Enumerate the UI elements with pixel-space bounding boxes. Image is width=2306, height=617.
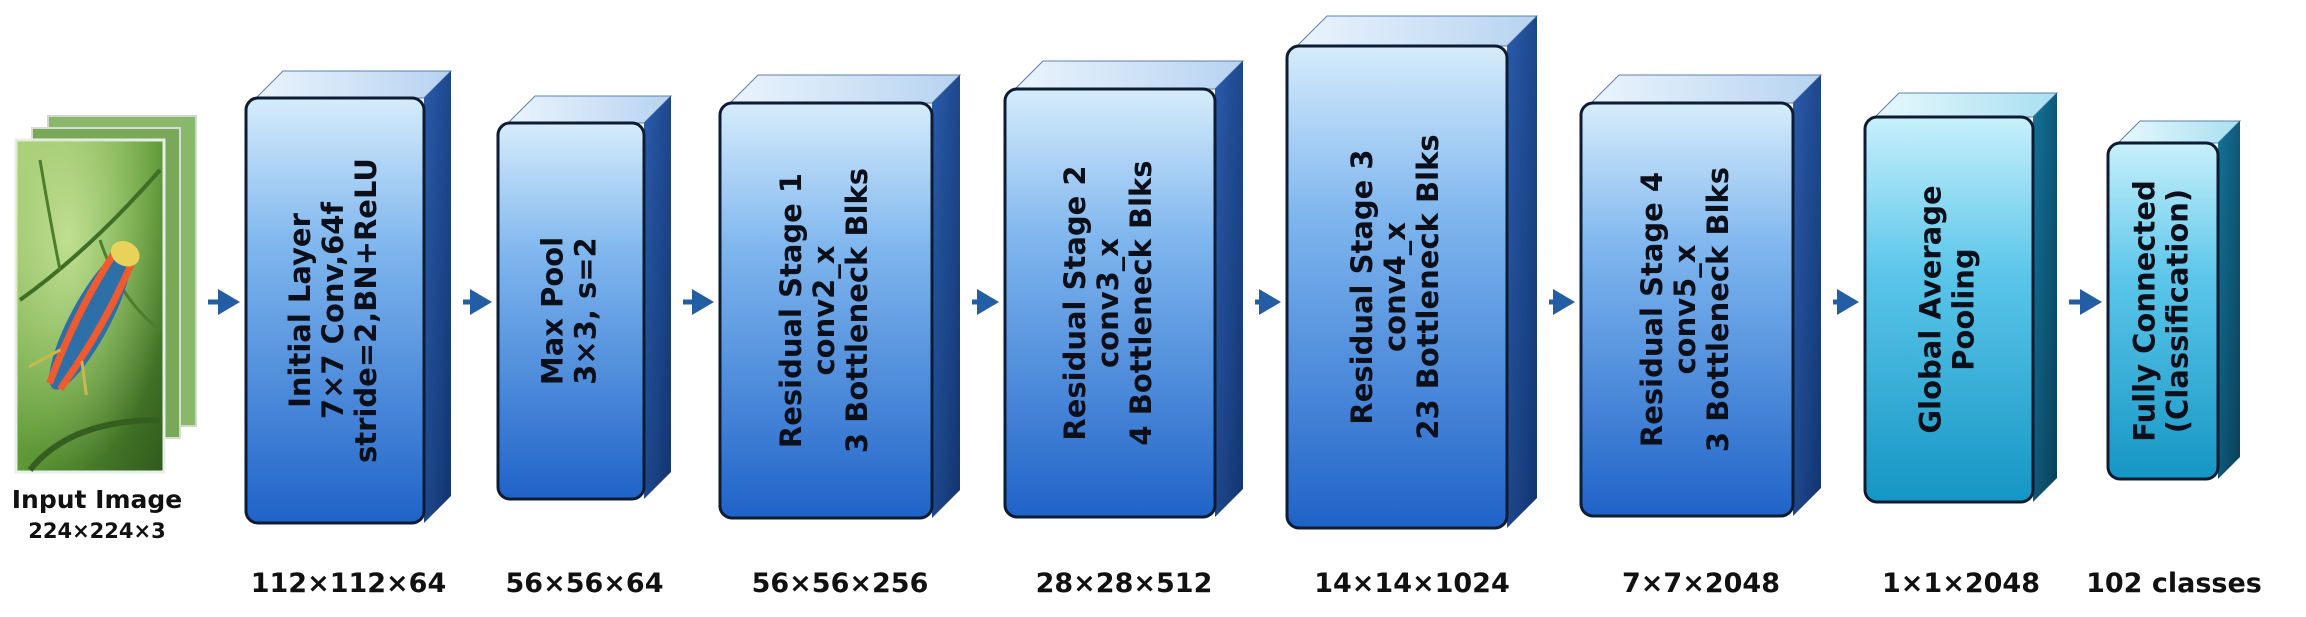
block-side-face	[1507, 16, 1537, 528]
block-output-dims: 56×56×64	[506, 568, 664, 599]
block-side-face	[1793, 75, 1821, 516]
block-label: Residual Stage 2conv3_x4 Bottleneck Blks	[1058, 160, 1158, 445]
flow-arrow	[1833, 289, 1859, 315]
block-output-dims: 14×14×1024	[1314, 568, 1510, 599]
block-6: Residual Stage 4conv5_x3 Bottleneck Blks	[1579, 74, 1823, 518]
input-image-label: Input Image	[12, 485, 183, 514]
block-top-face	[1013, 60, 1245, 90]
block-front-face	[1003, 87, 1217, 519]
flow-arrow	[463, 289, 492, 315]
input-image-stack: Input Image 224×224×3	[12, 115, 197, 543]
block-label-line: 23 Bottleneck Blks	[1411, 134, 1445, 439]
block-front-face	[1285, 44, 1509, 530]
flow-arrow	[2069, 289, 2102, 315]
block-8: Fully Connected(Classification)	[2106, 120, 2242, 481]
block-side-face	[2033, 93, 2057, 502]
block-label-line: Residual Stage 4	[1635, 172, 1669, 447]
block-4: Residual Stage 2conv3_x4 Bottleneck Blks	[1003, 60, 1245, 519]
block-2: Max Pool3×3, s=2	[496, 95, 673, 501]
block-label: Initial Layer7×7 Conv,64fstride=2,BN+ReL…	[283, 158, 383, 463]
block-label-line: conv2_x	[807, 245, 841, 375]
block-output-dims: 28×28×512	[1036, 568, 1213, 599]
block-5: Residual Stage 3conv4_x23 Bottleneck Blk…	[1285, 15, 1539, 530]
block-side-face	[644, 96, 671, 499]
block-output-dims: 7×7×2048	[1622, 568, 1780, 599]
block-label: Residual Stage 3conv4_x23 Bottleneck Blk…	[1345, 134, 1445, 439]
block-side-face	[2218, 121, 2240, 479]
block-label-line: Residual Stage 1	[774, 173, 808, 448]
block-label-line: Max Pool	[536, 237, 570, 385]
block-top-face	[1589, 74, 1823, 104]
block-front-face	[1579, 101, 1795, 518]
block-label-line: Residual Stage 2	[1058, 165, 1092, 440]
block-label-line: Residual Stage 3	[1345, 149, 1379, 424]
flow-arrow	[1549, 289, 1575, 315]
block-top-face	[506, 95, 673, 124]
block-label-line: stride=2,BN+ReLU	[349, 158, 383, 463]
block-1: Initial Layer7×7 Conv,64fstride=2,BN+ReL…	[244, 70, 453, 525]
flow-arrow	[1255, 289, 1281, 315]
flow-arrow	[683, 289, 714, 315]
block-front-face	[1863, 115, 2035, 504]
block-label: Residual Stage 4conv5_x3 Bottleneck Blks	[1635, 167, 1735, 452]
flow-arrow	[208, 289, 240, 315]
block-front-face	[244, 96, 426, 525]
block-front-face	[2106, 141, 2220, 481]
block-output-dims: 56×56×256	[752, 568, 929, 599]
block-front-face	[718, 101, 934, 520]
block-side-face	[932, 75, 960, 518]
block-output-dims: 102 classes	[2086, 568, 2262, 599]
block-label-line: Global Average	[1914, 185, 1948, 433]
block-top-face	[254, 70, 453, 99]
block-label-line: 3×3, s=2	[569, 237, 603, 385]
block-output-dims: 1×1×2048	[1882, 568, 2040, 599]
block-label-line: conv4_x	[1378, 222, 1412, 352]
block-3: Residual Stage 1conv2_x3 Bottleneck Blks	[718, 74, 962, 520]
block-top-face	[1295, 15, 1539, 47]
block-side-face	[424, 71, 451, 523]
block-side-face	[1215, 61, 1243, 517]
block-label-line: 3 Bottleneck Blks	[1701, 167, 1735, 452]
flow-arrow	[972, 289, 999, 315]
block-label-line: Fully Connected	[2128, 180, 2162, 442]
block-label-line: 3 Bottleneck Blks	[840, 168, 874, 453]
block-label: Residual Stage 1conv2_x3 Bottleneck Blks	[774, 168, 874, 453]
block-label-line: conv5_x	[1668, 244, 1702, 374]
block-label: Global AveragePooling	[1914, 185, 1981, 433]
block-7: Global AveragePooling	[1863, 92, 2059, 504]
block-front-face	[496, 121, 646, 501]
block-label-line: 7×7 Conv,64f	[316, 202, 350, 420]
block-label: Max Pool3×3, s=2	[536, 237, 603, 385]
block-top-face	[728, 74, 962, 104]
blocks-layer: Initial Layer7×7 Conv,64fstride=2,BN+ReL…	[244, 15, 2262, 599]
block-label-line: (Classification)	[2161, 189, 2195, 433]
block-label-line: conv3_x	[1091, 238, 1125, 368]
arrows-layer	[208, 289, 2102, 315]
input-image-dims: 224×224×3	[28, 519, 165, 543]
block-label-line: Pooling	[1947, 248, 1981, 370]
block-output-dims: 112×112×64	[251, 568, 447, 599]
block-label-line: 4 Bottleneck Blks	[1124, 160, 1158, 445]
block-top-face	[1873, 92, 2059, 118]
block-label: Fully Connected(Classification)	[2128, 180, 2195, 442]
block-label-line: Initial Layer	[283, 212, 317, 408]
input-image	[14, 138, 166, 474]
leafhopper-insect	[28, 241, 140, 396]
